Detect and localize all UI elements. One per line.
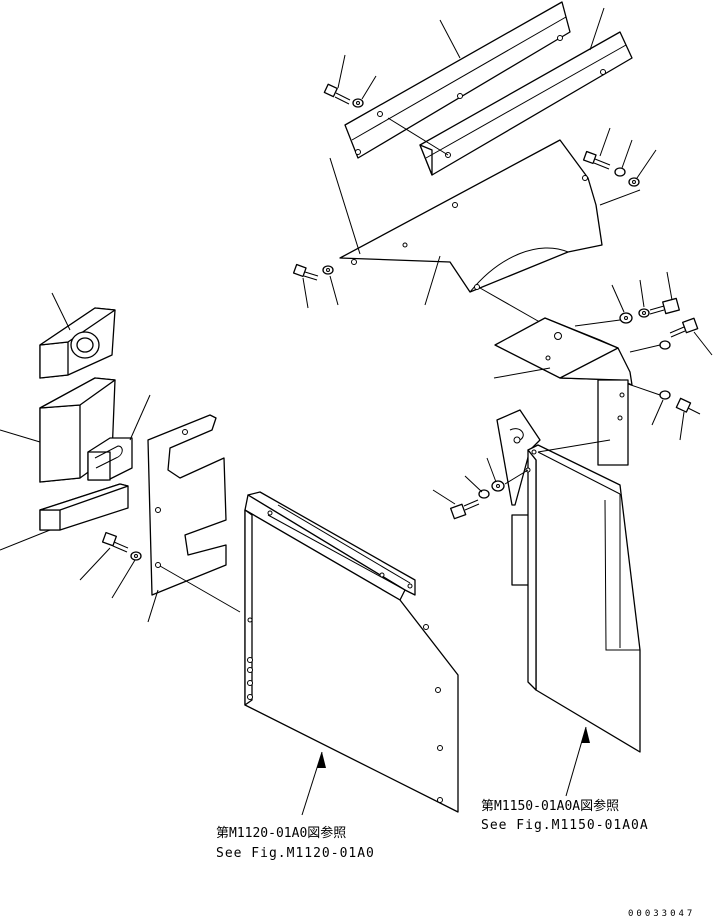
washer-icon bbox=[491, 480, 505, 492]
reference-left-jp: 第M1120-01A0図参照 bbox=[216, 825, 346, 841]
washer-icon bbox=[659, 340, 671, 350]
washer-icon bbox=[130, 551, 142, 561]
washer-icon bbox=[614, 167, 626, 177]
reference-right-jp: 第M1150-01A0A図参照 bbox=[481, 798, 619, 814]
reference-right-en: See Fig.M1150-01A0A bbox=[481, 818, 649, 833]
reference-left-en: See Fig.M1120-01A0 bbox=[216, 846, 375, 861]
reference-arrow-right bbox=[565, 726, 590, 797]
support-bracket bbox=[494, 317, 633, 466]
reference-arrow-left bbox=[301, 751, 326, 816]
bolt-icon bbox=[292, 263, 319, 281]
angle-rail bbox=[419, 31, 633, 176]
bolt-icon bbox=[323, 83, 351, 105]
bolt-icon bbox=[675, 397, 701, 415]
main-cover-panel bbox=[244, 491, 459, 813]
drawing-number: 00033047 bbox=[628, 909, 695, 919]
bracket-plate bbox=[339, 139, 603, 293]
washer-icon bbox=[352, 98, 364, 108]
bolt-icon bbox=[669, 317, 699, 338]
bolt-icon bbox=[649, 297, 680, 315]
gasket-plate bbox=[147, 414, 227, 596]
washer-icon bbox=[628, 177, 640, 187]
clip-block bbox=[87, 437, 133, 481]
bolt-icon bbox=[450, 499, 480, 520]
washer-icon bbox=[619, 312, 633, 324]
right-side-cover bbox=[496, 409, 641, 753]
washer-icon bbox=[659, 390, 671, 400]
upper-rail bbox=[344, 1, 571, 159]
bolt-icon bbox=[582, 150, 611, 170]
washer-icon bbox=[322, 265, 334, 275]
spacer-block-slotted bbox=[39, 307, 116, 379]
shim-block bbox=[39, 483, 129, 531]
washer-icon bbox=[638, 308, 650, 318]
bolt-icon bbox=[101, 531, 129, 553]
